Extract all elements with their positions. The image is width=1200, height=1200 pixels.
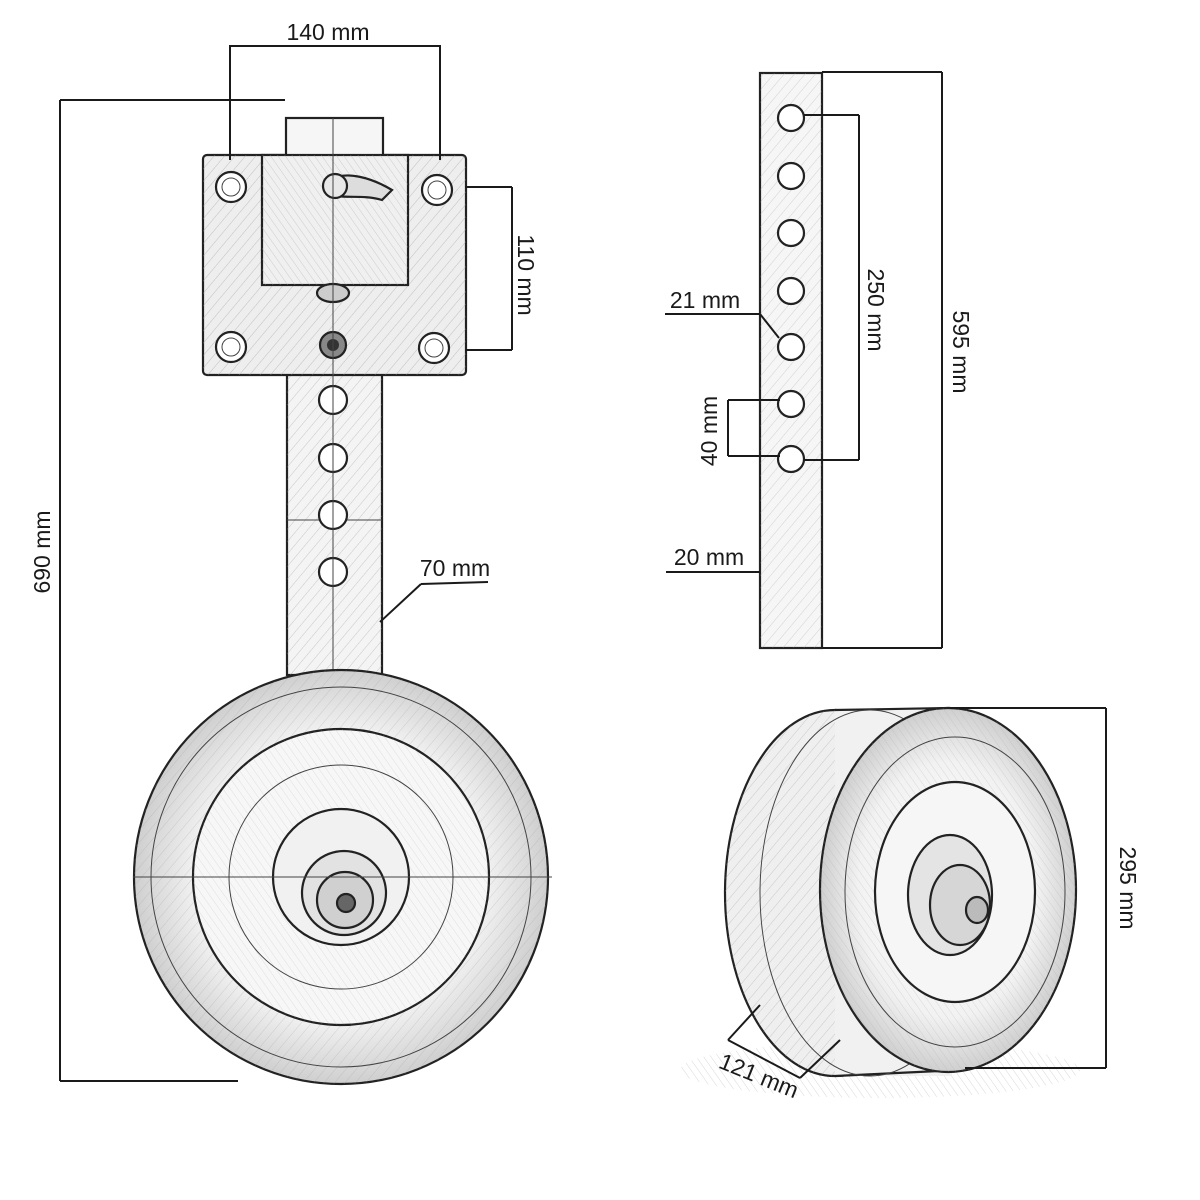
perspective-hub-nut-icon: [928, 863, 992, 947]
plate-bolt-top-left: [214, 170, 248, 204]
dim-strut-length: 595 mm: [822, 71, 974, 649]
dim-hole-span: 250 mm: [804, 114, 889, 461]
label-bracket-width: 140 mm: [286, 19, 369, 45]
label-strut-width: 70 mm: [420, 555, 490, 581]
label-wheel-diameter: 295 mm: [1115, 846, 1141, 929]
dim-strut-thickness: 20 mm: [666, 544, 760, 573]
dim-total-height: 690 mm: [29, 99, 285, 1082]
front-view: [132, 116, 552, 1086]
dim-bracket-height: 110 mm: [465, 186, 539, 351]
plate-bolt-bottom-left: [214, 330, 248, 364]
front-wheel: [132, 668, 552, 1086]
wheel-perspective-view: [680, 706, 1080, 1098]
plate-bolt-top-right: [420, 173, 454, 207]
label-strut-thickness: 20 mm: [674, 544, 744, 570]
label-strut-length: 595 mm: [948, 310, 974, 393]
label-hole-spacing: 40 mm: [696, 396, 722, 466]
clamp-lever-icon: [321, 172, 394, 202]
dim-wheel-diameter: 295 mm: [950, 707, 1141, 1069]
dim-hole-diameter: 21 mm: [665, 287, 780, 339]
clamp-block: [260, 116, 410, 304]
dim-hole-spacing: 40 mm: [696, 396, 780, 466]
dim-strut-width: 70 mm: [379, 555, 490, 623]
label-total-height: 690 mm: [29, 510, 55, 593]
label-hole-span: 250 mm: [863, 268, 889, 351]
plate-bolt-bottom-right: [417, 331, 451, 365]
label-hole-diameter: 21 mm: [670, 287, 740, 313]
strut-side-view: [758, 71, 824, 650]
dim-bracket-width: 140 mm: [229, 19, 441, 160]
label-bracket-height: 110 mm: [513, 234, 539, 315]
